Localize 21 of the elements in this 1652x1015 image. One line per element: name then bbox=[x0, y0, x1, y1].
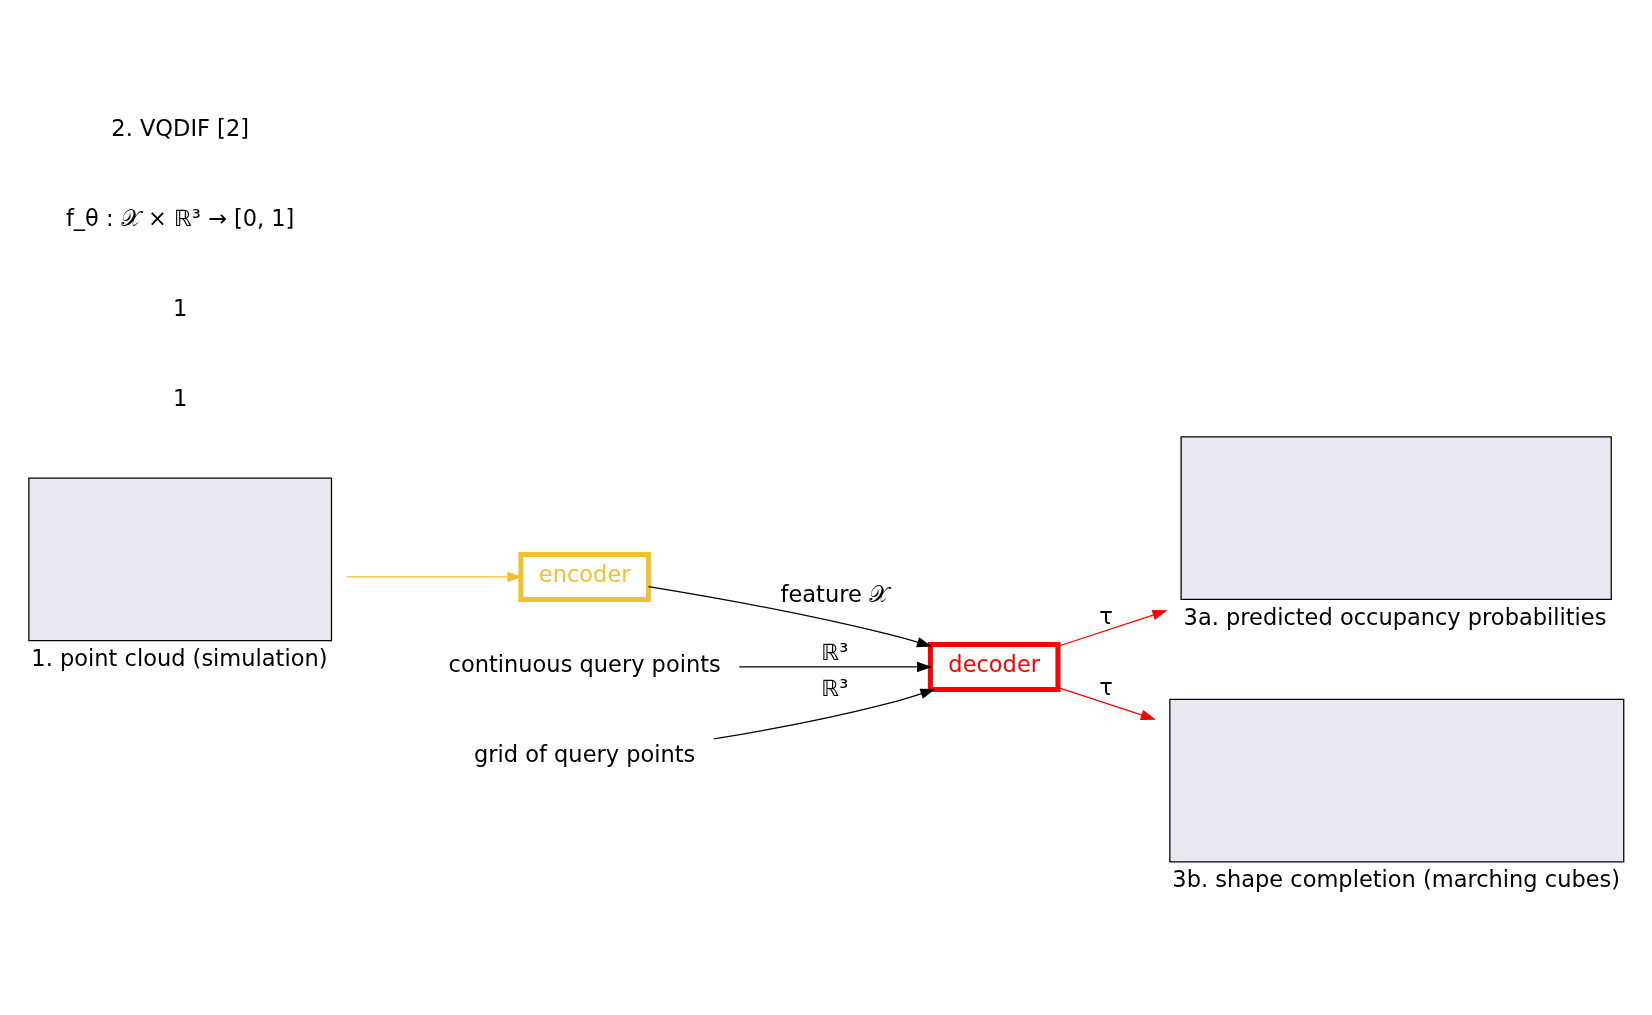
edge-label: τ bbox=[1099, 602, 1113, 629]
edge-label: ℝ³ bbox=[821, 675, 849, 702]
arrow bbox=[738, 661, 933, 673]
label: 1 bbox=[173, 385, 188, 412]
arrow bbox=[713, 688, 936, 740]
node-text: grid of query points bbox=[474, 741, 696, 768]
arrow bbox=[1057, 610, 1168, 647]
label: 2. VQDIF [2] bbox=[111, 115, 249, 142]
node-text: continuous query points bbox=[448, 651, 721, 678]
edge-label: ℝ³ bbox=[821, 638, 849, 665]
arrow bbox=[647, 585, 932, 648]
node-label: 3b. shape completion (marching cubes) bbox=[1172, 866, 1621, 893]
node-box: encoder bbox=[518, 551, 651, 602]
node-box: decoder bbox=[927, 641, 1061, 692]
arrow bbox=[1057, 686, 1156, 720]
edge-label: feature 𝒳 bbox=[780, 581, 889, 608]
node-label: 1. point cloud (simulation) bbox=[31, 645, 328, 672]
node-label: 3a. predicted occupancy probabilities bbox=[1183, 603, 1607, 630]
edge-label: τ bbox=[1099, 673, 1113, 700]
label: 1 bbox=[173, 295, 188, 322]
label: f_θ : 𝒳 × ℝ³ → [0, 1] bbox=[65, 205, 295, 232]
